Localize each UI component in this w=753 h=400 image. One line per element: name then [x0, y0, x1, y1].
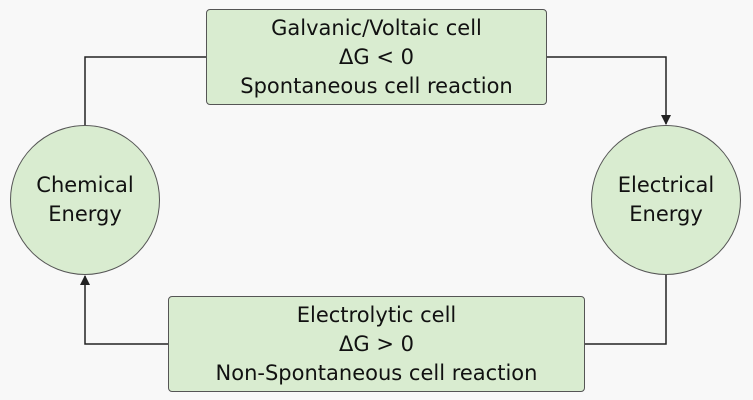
galvanic-cell-box: Galvanic/Voltaic cell ΔG < 0 Spontaneous… [206, 9, 547, 105]
galvanic-reaction: Spontaneous cell reaction [240, 73, 513, 98]
electrolytic-cell-box: Electrolytic cell ΔG > 0 Non-Spontaneous… [168, 296, 585, 392]
chemical-label-line2: Energy [48, 202, 122, 226]
chemical-label-line1: Chemical [36, 173, 134, 197]
galvanic-delta-g: ΔG < 0 [339, 44, 414, 69]
connector-chemical-to-galvanic [84, 56, 206, 125]
arrow-galvanic-to-electrical [547, 56, 667, 124]
electrical-energy-node: Electrical Energy [591, 125, 741, 275]
galvanic-title: Galvanic/Voltaic cell [271, 15, 482, 40]
electrolytic-reaction: Non-Spontaneous cell reaction [215, 360, 538, 385]
connector-electrical-to-electrolytic [585, 275, 667, 345]
arrowhead-electrical [661, 115, 671, 125]
arrow-electrolytic-to-chemical [84, 276, 168, 345]
electrical-label-line2: Energy [629, 202, 703, 226]
electrolytic-delta-g: ΔG > 0 [339, 331, 414, 356]
arrowhead-chemical [80, 275, 90, 285]
electrolytic-title: Electrolytic cell [296, 302, 457, 327]
chemical-energy-node: Chemical Energy [10, 125, 160, 275]
electrical-label-line1: Electrical [617, 173, 715, 197]
